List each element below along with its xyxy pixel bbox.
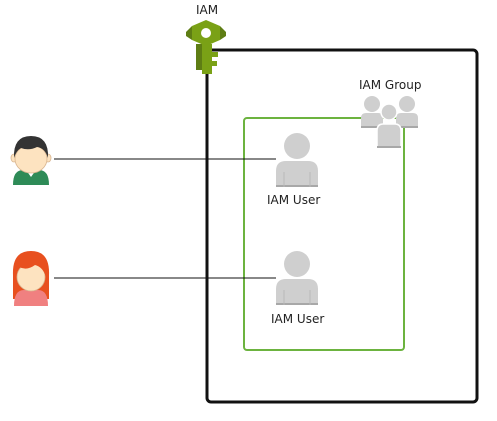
iam-user-icon (276, 133, 318, 187)
person-male-icon (10, 136, 52, 185)
iam-boundary (205, 48, 479, 404)
iam-user-label-1: IAM User (267, 193, 321, 207)
iam-group-boundary (243, 117, 405, 351)
iam-label: IAM (196, 3, 219, 17)
iam-key-icon (186, 20, 226, 74)
iam-group-icon (361, 96, 418, 149)
person-female-icon (12, 251, 50, 306)
iam-user-icon (276, 251, 318, 305)
iam-user-label-2: IAM User (271, 312, 325, 326)
iam-group-label: IAM Group (359, 78, 422, 92)
